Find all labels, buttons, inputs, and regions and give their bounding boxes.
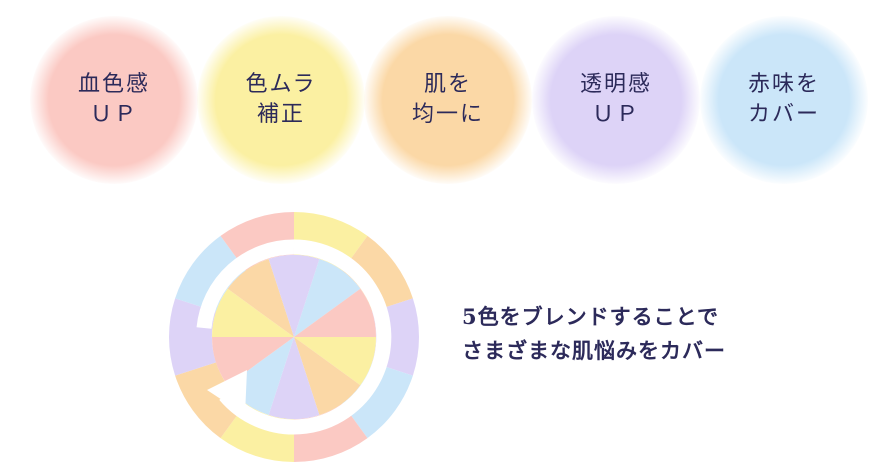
wheel-inner-segment: [268, 337, 320, 419]
benefit-label-line2: カバー: [747, 102, 820, 127]
benefit-circle-redness-cover: 赤味を カバー: [700, 16, 868, 184]
wheel-inner-segment: [294, 337, 376, 386]
benefit-circle-uneven-tone: 色ムラ 補正: [197, 16, 365, 184]
wheel-inner-segment: [268, 255, 320, 337]
benefit-circle-complexion: 血色感 ＵＰ: [30, 16, 198, 184]
benefit-circles: 血色感 ＵＰ 色ムラ 補正 肌を 均一に 透明感 ＵＰ 赤味を カバー: [0, 0, 896, 200]
wheel-outer-segment: [175, 235, 246, 312]
wheel-outer-segment: [342, 362, 413, 439]
wheel-inner-segment: [294, 337, 361, 415]
wheel-inner-pie: [212, 255, 376, 419]
benefit-label-line1: 肌を: [423, 72, 472, 97]
wheel-outer-segment: [342, 235, 413, 312]
circular-arrow-icon: [196, 239, 392, 435]
blend-caption: 5色をブレンドすることで さまざまな肌悩みをカバー: [462, 300, 726, 368]
benefit-label-line2: ＵＰ: [89, 102, 138, 127]
wheel-inner-segment: [294, 288, 376, 337]
benefit-label-line1: 赤味を: [747, 72, 820, 97]
wheel-inner-segment: [212, 337, 294, 386]
benefit-label-line1: 透明感: [579, 72, 652, 97]
benefit-label-line2: 均一に: [411, 102, 484, 127]
wheel-inner-segment: [212, 288, 294, 337]
wheel-outer-segment: [175, 362, 246, 439]
benefit-circle-even-skin: 肌を 均一に: [364, 16, 532, 184]
benefit-label-line1: 血色感: [77, 72, 150, 97]
benefit-circle-translucency: 透明感 ＵＰ: [532, 16, 700, 184]
caption-line-2: さまざまな肌悩みをカバー: [462, 338, 726, 363]
benefit-label-line2: ＵＰ: [591, 102, 640, 127]
color-blend-wheel: [169, 212, 419, 462]
benefit-label-line1: 色ムラ: [245, 72, 317, 97]
caption-line-1: 5色をブレンドすることで: [462, 304, 719, 329]
benefit-label-line2: 補正: [256, 102, 305, 127]
wheel-inner-segment: [294, 259, 361, 337]
wheel-inner-segment: [227, 259, 294, 337]
